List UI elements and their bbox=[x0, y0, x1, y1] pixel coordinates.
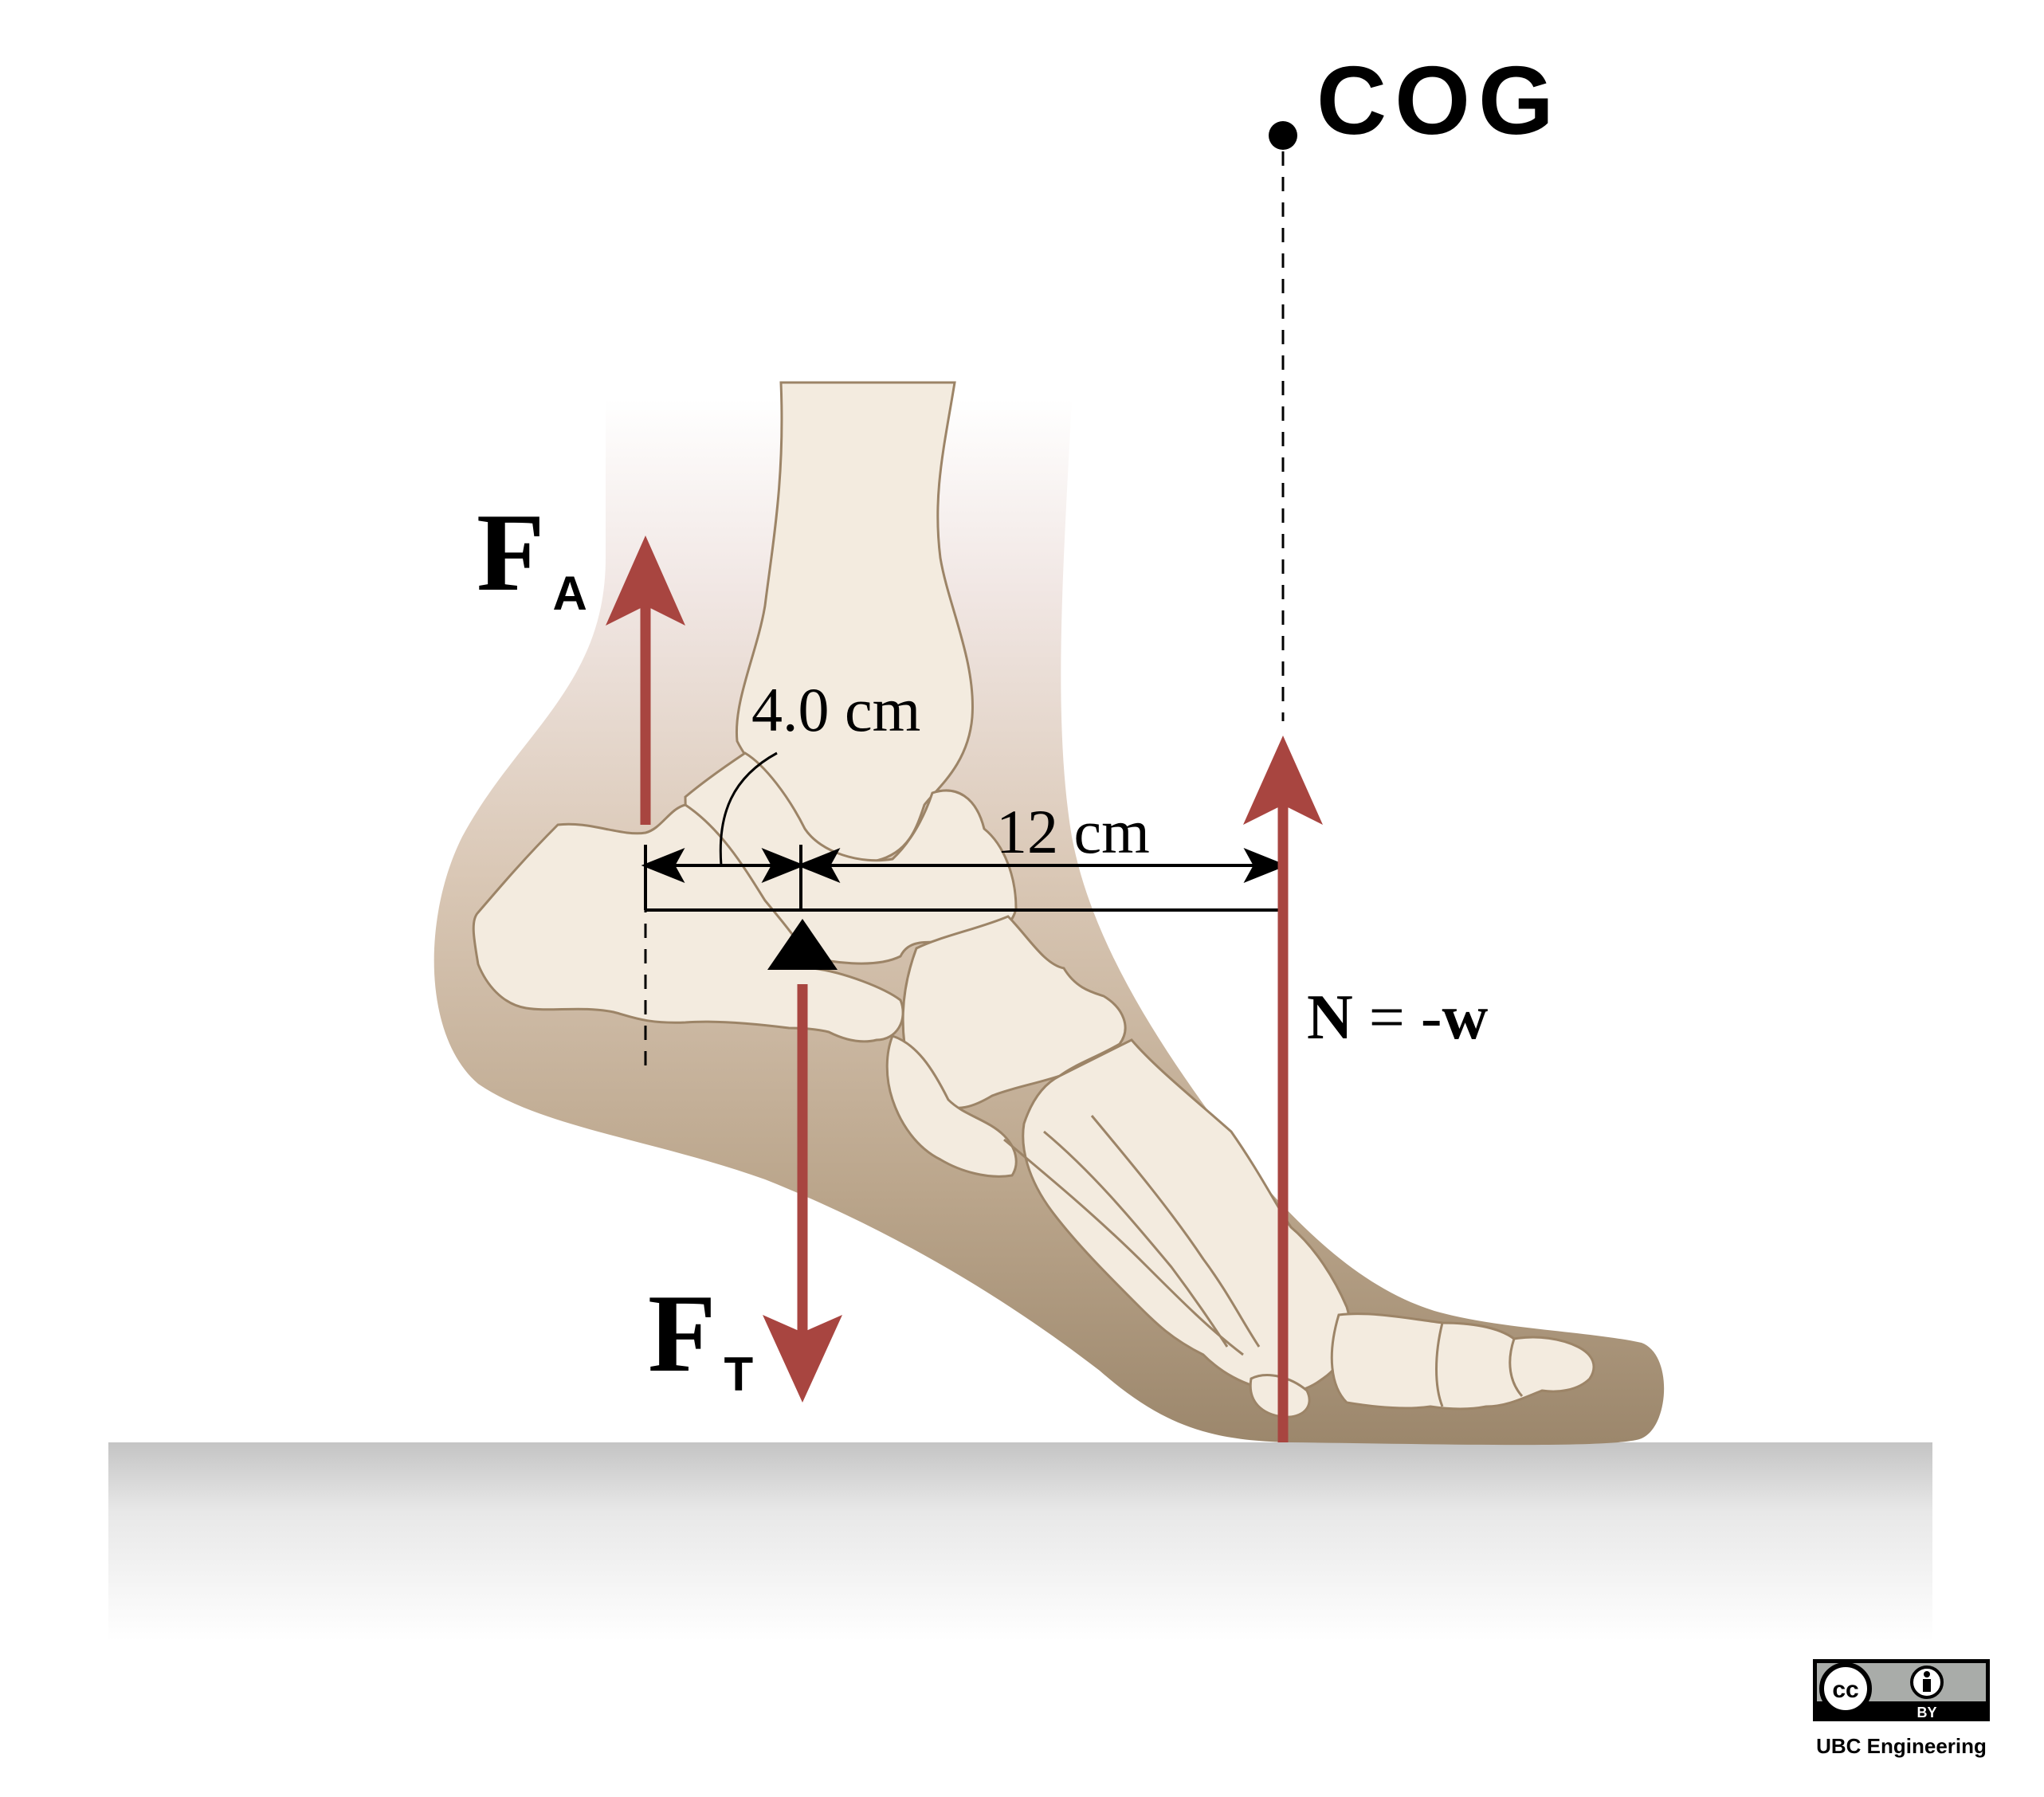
cc-icon-text: cc bbox=[1832, 1677, 1858, 1703]
credit-text: UBC Engineering bbox=[1816, 1734, 1987, 1758]
calcaneus-bone bbox=[472, 803, 904, 1043]
normal-force-label: N = -w bbox=[1307, 983, 1489, 1053]
cog-point bbox=[1269, 121, 1297, 150]
fulcrum-triangle bbox=[767, 919, 838, 970]
phalanx-joints bbox=[1435, 1322, 1524, 1407]
cuboid-bone bbox=[885, 1034, 1018, 1178]
dimension-small-leader bbox=[719, 751, 778, 866]
phalanx-bones bbox=[1330, 1312, 1595, 1411]
dimension-large-arrow bbox=[796, 848, 1288, 883]
fa-label-main: F bbox=[477, 491, 545, 614]
normal-w: w bbox=[1442, 983, 1489, 1053]
ft-label: F T bbox=[648, 1272, 753, 1401]
metatarsal-lines bbox=[1003, 1115, 1261, 1356]
ft-label-sub: T bbox=[724, 1348, 754, 1401]
fa-label-sub: A bbox=[553, 567, 587, 620]
by-text: BY bbox=[1916, 1705, 1936, 1720]
normal-force-arrow bbox=[1243, 736, 1323, 1442]
normal-equals: = - bbox=[1353, 983, 1442, 1053]
cog-label: COG bbox=[1316, 46, 1562, 155]
ground bbox=[108, 1442, 1932, 1642]
foot-skin bbox=[434, 398, 1665, 1446]
dimension-small-arrow bbox=[641, 848, 806, 883]
ft-label-main: F bbox=[648, 1272, 716, 1395]
fa-force-arrow bbox=[606, 536, 685, 825]
dimension-small-label: 4.0 cm bbox=[751, 675, 920, 744]
cc-icon bbox=[1819, 1662, 1872, 1715]
cc-by-license-badge: cc BY bbox=[1813, 1659, 1990, 1721]
dimension-large-label: 12 cm bbox=[996, 797, 1150, 866]
ft-force-arrow bbox=[763, 984, 842, 1403]
metatarsal-bones bbox=[1022, 1038, 1352, 1394]
normal-n: N bbox=[1307, 983, 1353, 1053]
fa-label: F A bbox=[477, 491, 587, 620]
